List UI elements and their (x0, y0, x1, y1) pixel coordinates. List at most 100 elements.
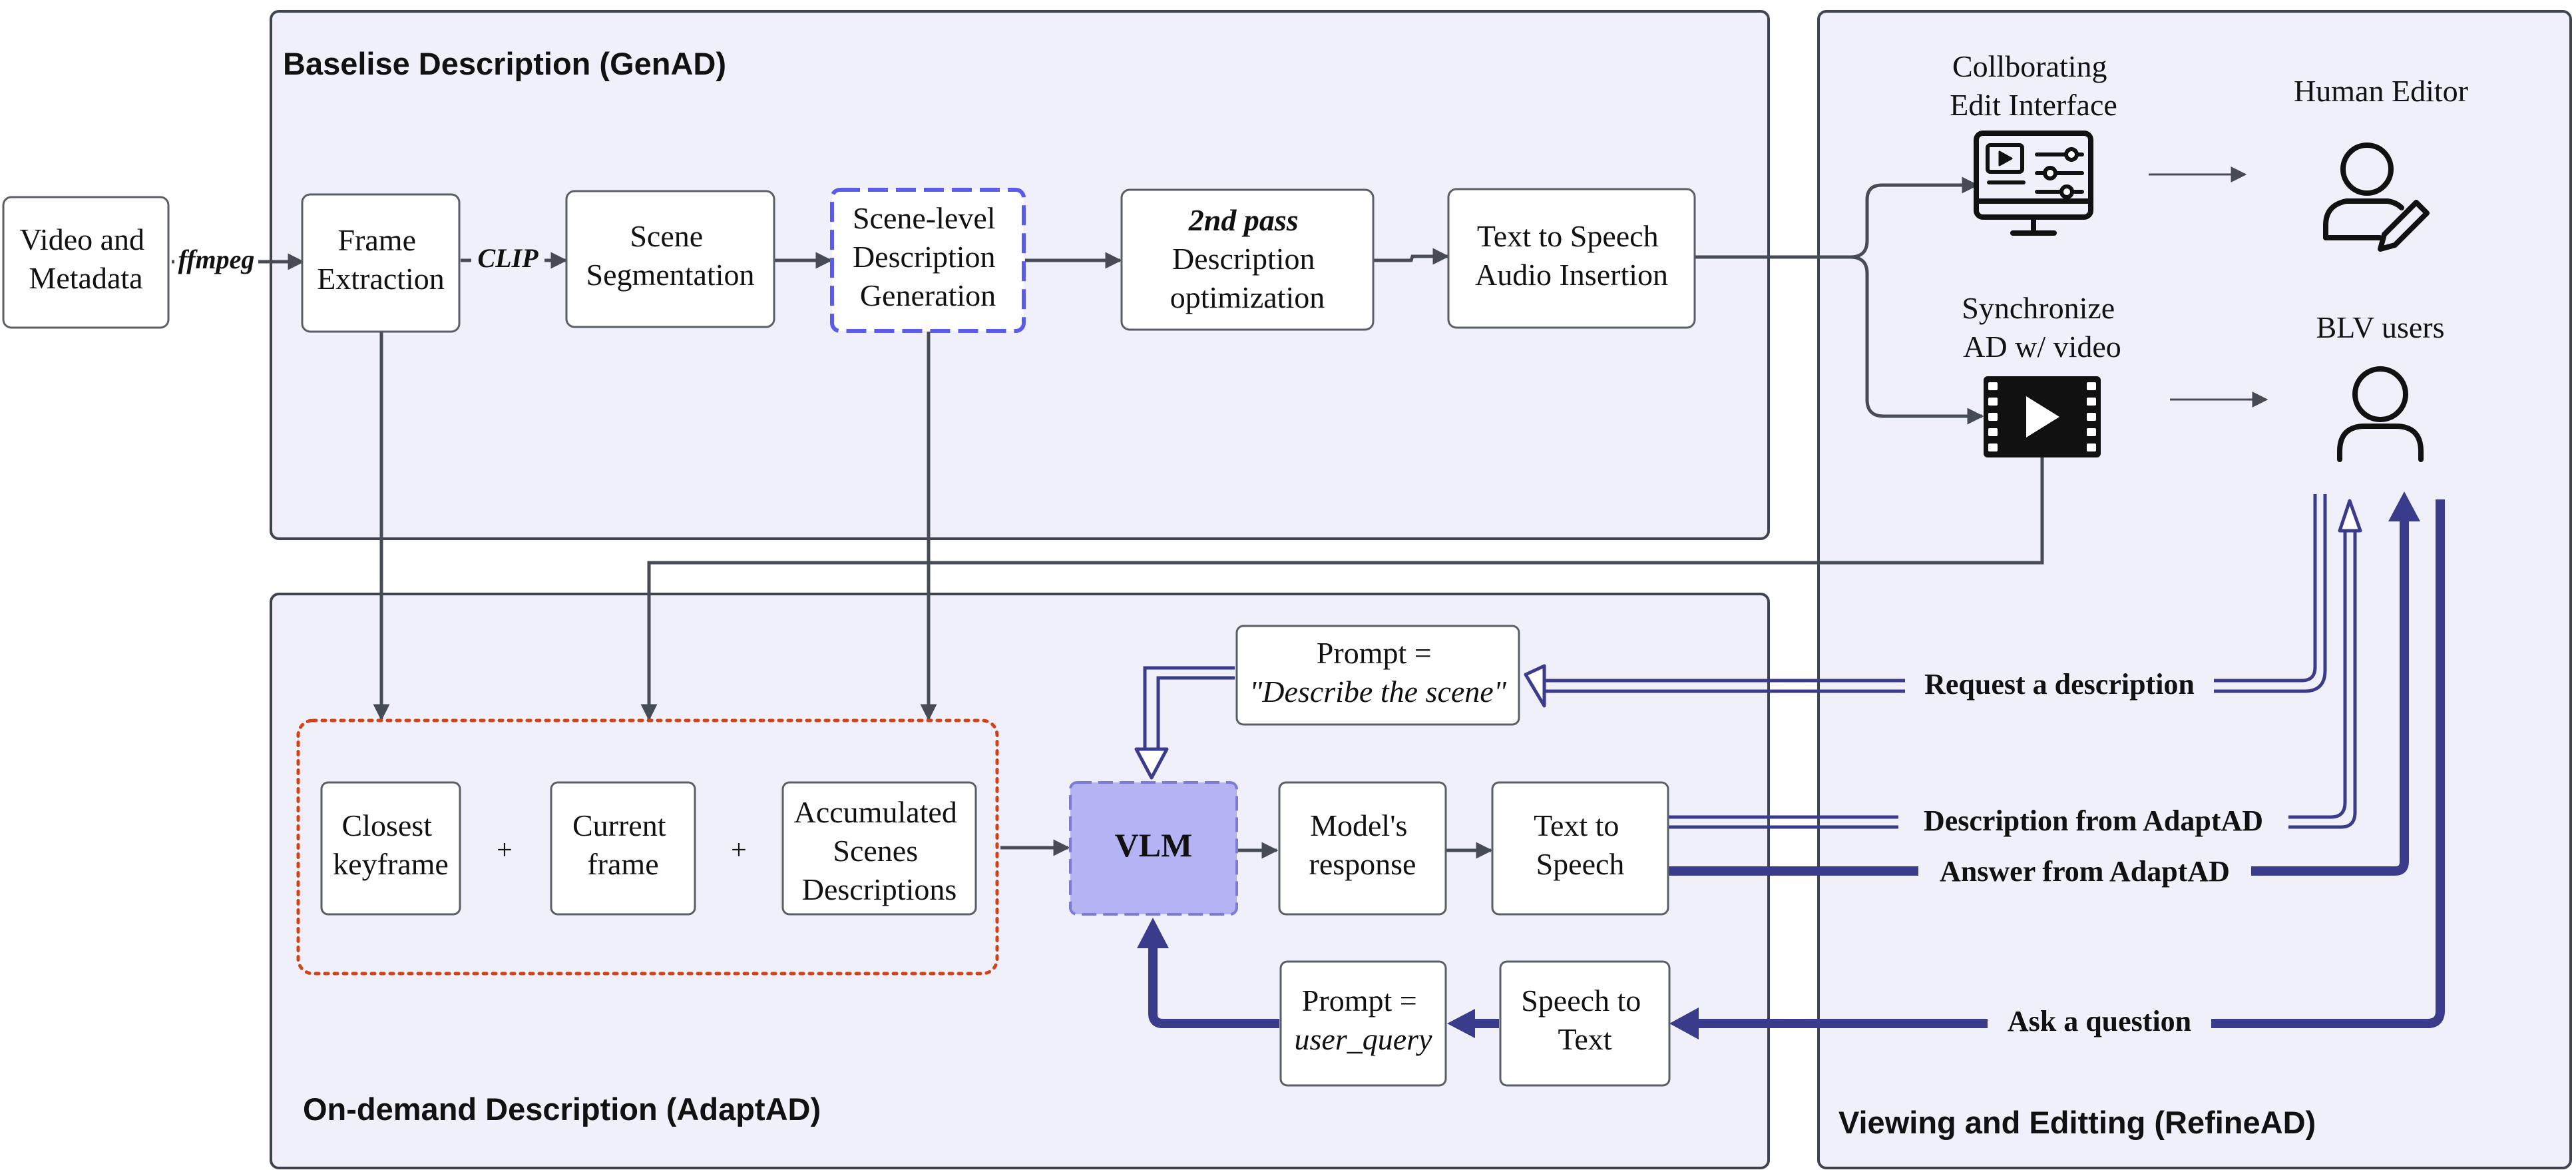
text-to-speech-label-2: Speech (1536, 847, 1625, 881)
description-from-label-bg (1898, 806, 2288, 838)
prompt-describe-label-2: "Describe the scene" (1249, 675, 1507, 709)
models-response-box (1278, 781, 1447, 916)
video-metadata-label-2: Metadata (29, 261, 142, 295)
svg-text:Scene Segmentation: Scene Segmentation (586, 219, 755, 292)
ffmpeg-label: ffmpeg (178, 244, 255, 274)
clip-label-bg (471, 244, 544, 274)
svg-text:Frame Extraction: Frame Extraction (317, 223, 445, 296)
current-frame-label-1: Current (572, 808, 666, 842)
tts-insertion-label-1: Text to Speech (1477, 219, 1659, 253)
svg-text:Prompt = user_query: Prompt = user_query (1295, 984, 1433, 1056)
closest-keyframe-box (320, 781, 461, 916)
tts-insertion-box (1447, 188, 1696, 329)
description-from-label: Description from AdaptAD (1924, 804, 2263, 837)
models-response-label-1: Model's (1310, 808, 1407, 842)
arrow-secondpass-to-tts (1373, 248, 1450, 265)
svg-text:2nd pass Description o: 2nd pass Description optimization (1170, 203, 1325, 314)
synchronize-label-2: AD w/ video (1963, 330, 2121, 364)
models-response-label-2: response (1309, 847, 1416, 881)
flow-request-description (1524, 494, 2327, 708)
svg-text:Model's response: Model's response (1309, 808, 1416, 881)
frame-extraction-box (301, 193, 461, 333)
current-frame-label-2: frame (587, 847, 658, 881)
prompt-query-label-2: user_query (1295, 1022, 1433, 1056)
prompt-describe-label-1: Prompt = (1317, 636, 1432, 670)
second-pass-label-2: optimization (1170, 280, 1325, 314)
scene-level-generation-box (830, 188, 1026, 333)
prompt-query-box (1279, 960, 1447, 1087)
text-to-speech-label-1: Text to (1534, 808, 1619, 842)
prompt-query-label-1: Prompt = (1302, 984, 1417, 1018)
blv-user-icon (2337, 366, 2424, 462)
arrow-tts-to-edit-interface (1694, 176, 1979, 259)
svg-text:Prompt = "Describe the sce: Prompt = "Describe the scene" (1249, 636, 1507, 709)
request-label: Request a description (1924, 668, 2195, 701)
flow-stt-to-prompt (1447, 1009, 1499, 1038)
flow-answer-from-adaptad (1669, 491, 2420, 876)
scene-level-label-2: Description (853, 240, 996, 274)
human-editor-icon (2323, 143, 2430, 252)
svg-text:Speech to Text: Speech to Text (1521, 984, 1649, 1056)
human-editor-label: Human Editor (2294, 74, 2468, 108)
flow-prompt-query-to-vlm (1137, 918, 1279, 1028)
second-pass-box (1120, 188, 1375, 331)
answer-from-label: Answer from AdaptAD (1940, 855, 2230, 888)
video-metadata-box (2, 196, 170, 329)
refinead-panel-title: Viewing and Editting (RefineAD) (1838, 1105, 2316, 1140)
second-pass-title: 2nd pass (1188, 203, 1299, 237)
svg-text:Text to Speech Audio Inser: Text to Speech Audio Insertion (1475, 219, 1668, 292)
adaptad-panel-title: On-demand Description (AdaptAD) (303, 1091, 821, 1127)
frame-extraction-label-2: Extraction (317, 262, 445, 296)
svg-text:Collborating Edit Interfac: Collborating Edit Interface (1950, 49, 2117, 122)
ask-label: Ask a question (2008, 1005, 2191, 1037)
genad-panel-title: Baselise Description (GenAD) (283, 46, 726, 81)
arrow-sync-to-context (640, 457, 2044, 721)
vlm-label: VLM (1115, 826, 1193, 864)
flow-description-from-adaptad (1669, 499, 2362, 829)
speech-to-text-label-2: Text (1558, 1022, 1611, 1056)
second-pass-label-1: Description (1172, 242, 1315, 276)
synchronize-label-1: Synchronize (1962, 291, 2115, 325)
clip-label: CLIP (477, 243, 538, 273)
svg-text:Accumulated Scenes Des: Accumulated Scenes Descriptions (794, 795, 965, 906)
plus-sign-1: + (497, 835, 513, 866)
svg-text:Video and Metadata: Video and Metadata (19, 222, 152, 295)
ask-label-bg (1988, 1008, 2211, 1041)
prompt-describe-box (1235, 625, 1520, 726)
tts-insertion-label-2: Audio Insertion (1475, 258, 1668, 292)
context-group-box (296, 719, 999, 976)
collaborating-label-1: Collborating (1952, 49, 2107, 83)
flow-prompt-to-vlm (1134, 666, 1235, 780)
plus-sign-2: + (731, 835, 747, 866)
video-sync-icon (1984, 376, 2101, 457)
svg-text:Text to Speech: Text to Speech (1534, 808, 1627, 881)
blv-users-label: BLV users (2316, 310, 2445, 344)
closest-keyframe-label-1: Closest (342, 808, 433, 842)
accumulated-descriptions-box (781, 781, 977, 916)
ffmpeg-label-bg (174, 245, 258, 276)
request-label-bg (1905, 669, 2214, 703)
video-metadata-label-1: Video and (19, 222, 144, 256)
flow-ask-question (1669, 499, 2445, 1039)
accumulated-label-3: Descriptions (802, 872, 957, 906)
answer-from-label-bg (1918, 856, 2251, 890)
scene-level-label-3: Generation (860, 278, 996, 312)
scene-segmentation-box (565, 190, 775, 328)
scene-level-label-1: Scene-level (853, 201, 996, 235)
scene-segmentation-label-1: Scene (630, 219, 703, 253)
svg-text:Current frame: Current frame (572, 808, 674, 881)
svg-text:Scene-level Description: Scene-level Description Generation (853, 201, 1003, 312)
frame-extraction-label-1: Frame (337, 223, 416, 257)
collaborating-label-2: Edit Interface (1950, 88, 2117, 122)
speech-to-text-box (1499, 960, 1671, 1087)
closest-keyframe-label-2: keyframe (333, 847, 449, 881)
svg-text:Closest keyframe: Closest keyframe (333, 808, 449, 881)
arrow-tts-to-sync (1694, 255, 1984, 425)
accumulated-label-2: Scenes (833, 834, 918, 868)
edit-interface-icon (1974, 131, 2093, 236)
svg-text:Synchronize AD w/ video: Synchronize AD w/ video (1962, 291, 2122, 364)
speech-to-text-label-1: Speech to (1521, 984, 1641, 1018)
accumulated-label-1: Accumulated (794, 795, 957, 829)
vlm-box (1069, 781, 1238, 916)
